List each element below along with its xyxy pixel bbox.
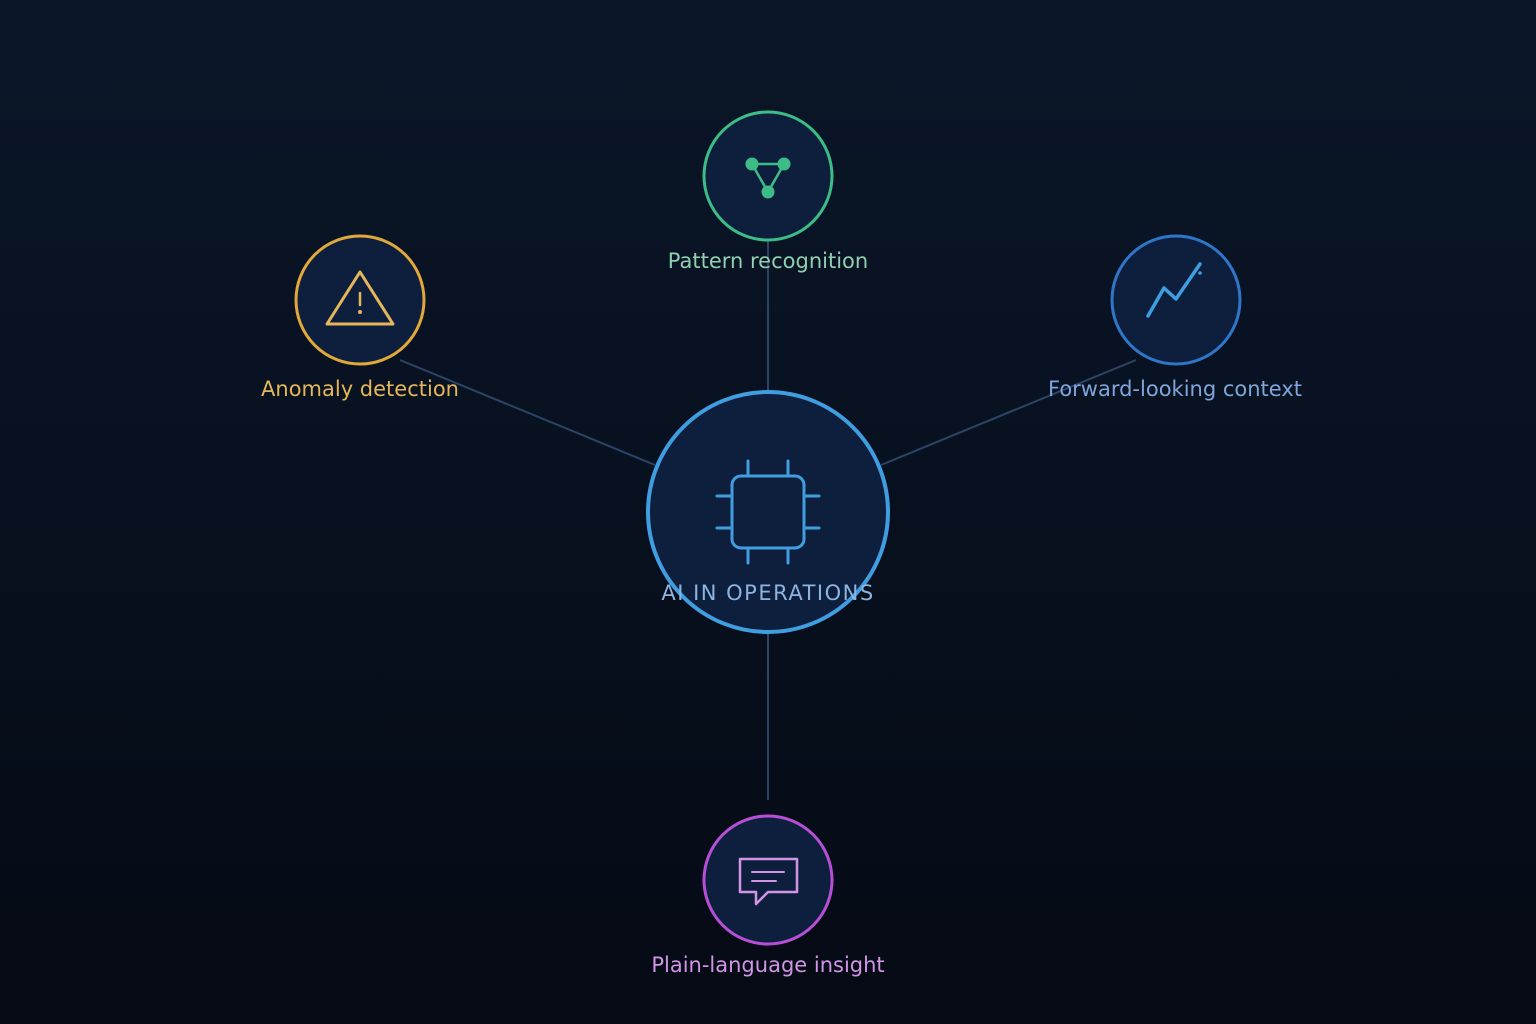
- node-forward-looking-context: [1110, 234, 1242, 366]
- network-nodes-icon: [745, 157, 791, 199]
- center-hub: [646, 390, 890, 634]
- connector-forward: [880, 359, 1137, 466]
- chip-icon: [715, 459, 821, 565]
- node-anomaly-detection: [294, 234, 426, 366]
- connector-anomaly: [399, 359, 656, 466]
- center-hub-circle: [646, 390, 890, 634]
- warning-triangle-icon: [325, 270, 395, 326]
- node-pattern-recognition: [702, 110, 834, 242]
- chat-bubble-icon: [738, 857, 799, 906]
- node-pattern-circle: [702, 110, 834, 242]
- label-forward-looking-context: Forward-looking context: [1047, 377, 1303, 401]
- label-plain-language-insight: Plain-language insight: [651, 953, 885, 977]
- label-pattern-recognition: Pattern recognition: [667, 249, 869, 273]
- node-plain-language-insight: [702, 814, 834, 946]
- center-hub-label: AI IN OPERATIONS: [661, 581, 875, 605]
- label-anomaly-detection: Anomaly detection: [261, 377, 459, 401]
- trend-line-icon: [1146, 262, 1202, 318]
